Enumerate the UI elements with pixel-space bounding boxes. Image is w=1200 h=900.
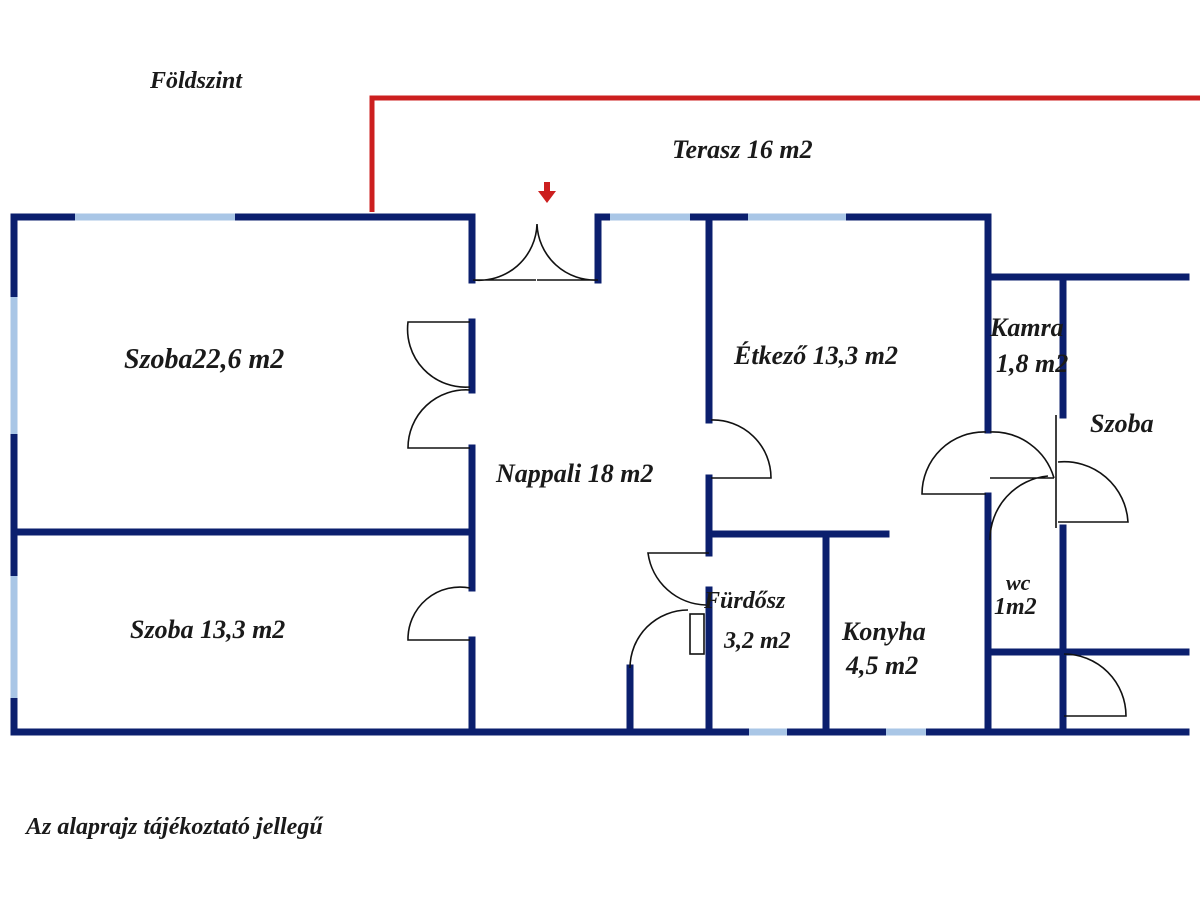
doors: [406, 223, 1129, 717]
room-konyha-name: Konyha: [841, 617, 926, 646]
terrace-label: Terasz 16 m2: [672, 135, 813, 164]
room-szoba-large-label: Szoba22,6 m2: [124, 344, 284, 375]
room-wc-name: wc: [1006, 570, 1031, 595]
floor-title: Földszint: [149, 68, 243, 94]
nappali-lower-door: [629, 609, 689, 669]
lower-right-door: [1063, 653, 1127, 717]
room-kamra-area: 1,8 m2: [996, 349, 1068, 378]
room-konyha-area: 4,5 m2: [845, 651, 918, 680]
szoba-small-door: [407, 586, 471, 641]
szoba-large-door: [406, 321, 471, 449]
room-wc-area: 1m2: [994, 594, 1037, 620]
room-furdo-name: Fürdősz: [703, 588, 786, 614]
room-furdo-area: 3,2 m2: [723, 628, 791, 654]
room-szoba-right-label: Szoba: [1090, 409, 1154, 438]
disclaimer: Az alaprajz tájékoztató jellegű: [24, 814, 324, 840]
kamra-door: [921, 431, 987, 495]
room-nappali-label: Nappali 18 m2: [495, 459, 653, 488]
room-kamra-name: Kamra: [989, 313, 1064, 342]
windows: [10, 213, 926, 736]
room-etkezo-label: Étkező 13,3 m2: [733, 341, 898, 370]
room-szoba-small-label: Szoba 13,3 m2: [130, 615, 285, 644]
entrance-arrow-icon: [538, 182, 556, 203]
entrance-door: [472, 223, 599, 282]
bathroom-door: [647, 552, 709, 606]
terrace-outline: [369, 95, 1200, 212]
szoba-right-door: [1055, 415, 1129, 528]
wc-door: [989, 431, 1055, 541]
etkezo-door: [710, 419, 772, 479]
walls: [10, 213, 1190, 736]
